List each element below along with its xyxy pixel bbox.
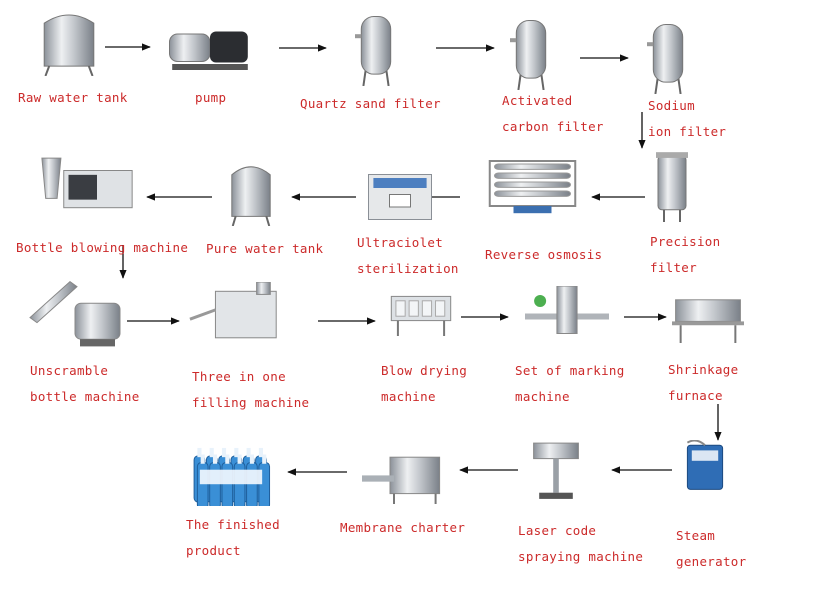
step-label-pump: pump [195, 85, 226, 111]
step-label-quartz-sand-filter: Quartz sand filter [300, 91, 441, 117]
filling-machine-icon [189, 282, 277, 339]
step-label-line: sterilization [357, 261, 459, 276]
blow-molder-icon [41, 157, 133, 209]
filter-vessel-icon [510, 19, 547, 90]
step-label-line: Raw water tank [18, 90, 128, 105]
step-label-ultraciolet-sterilization: Ultraciolet sterilization [357, 230, 459, 282]
step-label-blow-drying-machine: Blow drying machine [381, 358, 467, 410]
step-label-three-in-one-filling-machine: Three in one filling machine [192, 364, 309, 416]
step-label-line: machine [381, 389, 436, 404]
pump-icon [169, 31, 248, 70]
step-label-laser-code-spraying-machine: Laser code spraying machine [518, 518, 643, 570]
bottle-pack-icon [193, 447, 271, 506]
storage-tank-icon [43, 14, 95, 76]
film-wrapper-icon [362, 456, 441, 504]
step-label-line: Activated [502, 93, 573, 108]
step-label-line: Ultraciolet [357, 235, 444, 250]
step-label-line: Blow drying [381, 363, 468, 378]
shrink-tunnel-icon [672, 299, 744, 343]
step-label-line: The finished [186, 517, 280, 532]
step-label-precision-filter: Precision filter [650, 229, 720, 281]
step-label-line: bottle machine [30, 389, 140, 404]
step-label-line: filter [650, 260, 697, 275]
filter-vessel-icon [355, 15, 392, 86]
step-label-line: machine [515, 389, 570, 404]
step-label-line: Pure water tank [206, 241, 324, 256]
cartridge-filter-icon [656, 152, 688, 222]
filter-vessel-icon [647, 23, 684, 94]
step-label-pure-water-tank: Pure water tank [206, 236, 323, 262]
step-label-line: Reverse osmosis [485, 247, 603, 262]
step-label-the-finished-product: The finished product [186, 512, 280, 564]
blow-dryer-icon [390, 295, 452, 336]
step-label-line: Bottle blowing machine [16, 240, 189, 255]
step-label-raw-water-tank: Raw water tank [18, 85, 128, 111]
step-label-activated-carbon-filter: Activated carbon filter [502, 88, 604, 140]
step-label-line: Membrane charter [340, 520, 466, 535]
step-label-line: filling machine [192, 395, 310, 410]
ro-unit-icon [488, 160, 577, 214]
step-label-line: Laser code [518, 523, 597, 538]
step-label-unscramble-bottle-machine: Unscramble bottle machine [30, 358, 140, 410]
step-label-steam-generator: Steam generator [676, 523, 746, 575]
uv-sterilizer-icon [368, 174, 432, 220]
step-label-line: carbon filter [502, 119, 604, 134]
step-label-line: spraying machine [518, 549, 644, 564]
step-label-line: product [186, 543, 241, 558]
step-label-shrinkage-furnace: Shrinkage furnace [668, 357, 738, 409]
laser-coder-icon [533, 442, 579, 499]
step-label-line: Precision [650, 234, 721, 249]
step-label-membrane-charter: Membrane charter [340, 515, 465, 541]
step-label-line: Shrinkage [668, 362, 739, 377]
step-label-line: pump [195, 90, 227, 105]
step-label-line: Unscramble [30, 363, 109, 378]
step-label-line: Sodium [648, 98, 695, 113]
step-label-line: Quartz sand filter [300, 96, 441, 111]
steam-generator-icon [686, 440, 724, 490]
step-label-line: furnace [668, 388, 723, 403]
step-label-sodium-ion-filter: Sodium ion filter [648, 93, 726, 145]
storage-tank-icon [231, 166, 271, 226]
step-label-line: generator [676, 554, 747, 569]
bottle-unscrambler-icon [29, 280, 121, 347]
step-label-reverse-osmosis: Reverse osmosis [485, 242, 602, 268]
step-label-line: Steam [676, 528, 716, 543]
labeling-machine-icon [525, 286, 609, 334]
step-label-line: Three in one [192, 369, 286, 384]
step-label-line: Set of marking [515, 363, 625, 378]
step-label-line: ion filter [648, 124, 727, 139]
step-label-set-of-marking-machine: Set of marking machine [515, 358, 625, 410]
step-label-bottle-blowing-machine: Bottle blowing machine [16, 235, 188, 261]
